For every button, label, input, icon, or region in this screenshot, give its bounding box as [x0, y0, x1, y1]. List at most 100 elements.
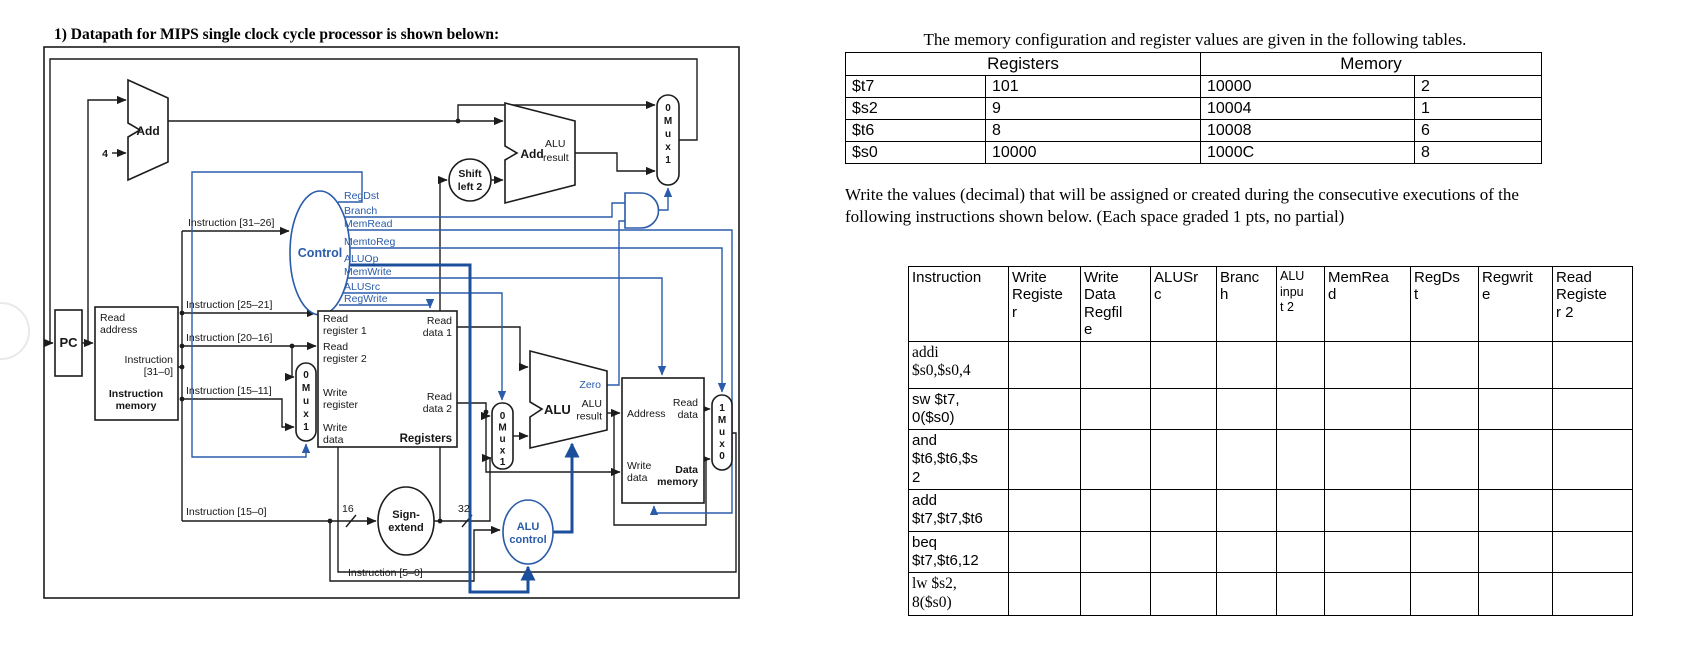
instruction-20-16-label: Instruction [20–16]: [186, 332, 272, 344]
sign-extend-oval: [377, 486, 435, 556]
answer-cell: [1410, 340, 1479, 389]
answer-cell: [1478, 489, 1553, 532]
branch-adder-shape: [504, 101, 576, 205]
question-prompt: Write the values (decimal) that will be …: [845, 185, 1519, 227]
exec-column-header: MemRea d: [1324, 266, 1411, 342]
answer-cell: [1324, 340, 1411, 389]
memory-value: 1: [1414, 97, 1542, 120]
regdst-mux: [295, 362, 317, 442]
answer-cell: [1216, 489, 1277, 532]
instruction-field-labels: Instruction [25–21] Instruction [20–16] …: [186, 299, 470, 579]
answer-cell: [1324, 572, 1411, 617]
instruction-cell: add $t7,$t7,$t6: [908, 489, 1009, 532]
answer-cell: [1552, 530, 1633, 574]
memtoreg-mux: [711, 394, 733, 471]
regdst-label: RegDst: [344, 190, 379, 202]
answer-cell: [1276, 387, 1325, 431]
exec-column-header: Read Registe r 2: [1552, 266, 1633, 342]
memory-address: 1000C: [1200, 141, 1415, 164]
answer-cell: [1080, 489, 1151, 532]
alu-shape: [529, 349, 608, 450]
alu-control-oval: [502, 499, 554, 565]
answer-cell: [1150, 489, 1217, 532]
registers-box: [317, 310, 458, 448]
answer-cell: [1552, 340, 1633, 389]
branch-and-gate: [624, 192, 660, 229]
shift-left-2-oval: [448, 158, 492, 202]
alusrc-label: ALUSrc: [344, 281, 380, 293]
answer-cell: [1216, 340, 1277, 389]
exec-row: add $t7,$t7,$t6: [908, 489, 1633, 532]
answer-cell: [1080, 340, 1151, 389]
answer-cell: [1216, 387, 1277, 431]
register-value: 101: [985, 75, 1201, 98]
config-header-registers: Registers: [845, 52, 1201, 76]
constant-4-label: 4: [102, 148, 108, 160]
answer-cell: [1150, 340, 1217, 389]
instruction-31-26-label: Instruction [31–26]: [188, 217, 274, 229]
answer-cell: [1150, 387, 1217, 431]
data-memory-box: [621, 377, 705, 504]
exec-row: lw $s2, 8($s0): [908, 572, 1633, 617]
memory-address: 10008: [1200, 119, 1415, 142]
pc-adder-shape: [127, 78, 169, 182]
instruction-cell: and $t6,$t6,$s 2: [908, 429, 1009, 491]
answer-cell: [1324, 489, 1411, 532]
alusrc-mux: [491, 402, 514, 470]
answer-cell: [1552, 572, 1633, 617]
answer-cell: [1478, 429, 1553, 491]
branch-label: Branch: [344, 205, 377, 217]
register-name: $t6: [845, 119, 986, 142]
answer-cell: [1324, 387, 1411, 431]
register-value: 9: [985, 97, 1201, 120]
exec-column-header: Branc h: [1216, 266, 1277, 342]
answer-cell: [1008, 572, 1081, 617]
answer-cell: [1276, 489, 1325, 532]
control-signal-labels: RegDst Branch MemRead MemtoReg ALUOp Mem…: [344, 190, 396, 305]
bitwidth-16-label: 16: [342, 503, 354, 515]
instruction-cell: sw $t7, 0($s0): [908, 387, 1009, 431]
bitwidth-32-label: 32: [458, 503, 470, 515]
exec-row: and $t6,$t6,$s 2: [908, 429, 1633, 491]
answer-cell: [1008, 387, 1081, 431]
answer-cell: [1324, 530, 1411, 574]
memory-value: 2: [1414, 75, 1542, 98]
instruction-5-0-label: Instruction [5–0]: [348, 567, 423, 579]
pc-label: PC: [59, 335, 78, 350]
memory-address: 10000: [1200, 75, 1415, 98]
answer-cell: [1080, 429, 1151, 491]
instruction-cell: beq $t7,$t6,12: [908, 530, 1009, 574]
registers-name-label: Registers: [400, 433, 452, 445]
pc-box: [54, 309, 83, 377]
register-name: $s2: [845, 97, 986, 120]
answer-cell: [1216, 572, 1277, 617]
exec-column-header: Write Data Regfil e: [1080, 266, 1151, 342]
register-value: 10000: [985, 141, 1201, 164]
answer-cell: [1410, 572, 1479, 617]
answer-cell: [1080, 530, 1151, 574]
answer-cell: [1080, 387, 1151, 431]
exec-row: sw $t7, 0($s0): [908, 387, 1633, 431]
exec-column-header: Regwrit e: [1478, 266, 1553, 342]
alu-zero-label: Zero: [579, 379, 601, 391]
exec-column-header: ALU inpu t 2: [1276, 266, 1325, 342]
answer-cell: [1276, 530, 1325, 574]
memtoreg-label: MemtoReg: [344, 236, 396, 248]
imem-instruction-out-label: Instruction[31–0]: [125, 354, 174, 378]
